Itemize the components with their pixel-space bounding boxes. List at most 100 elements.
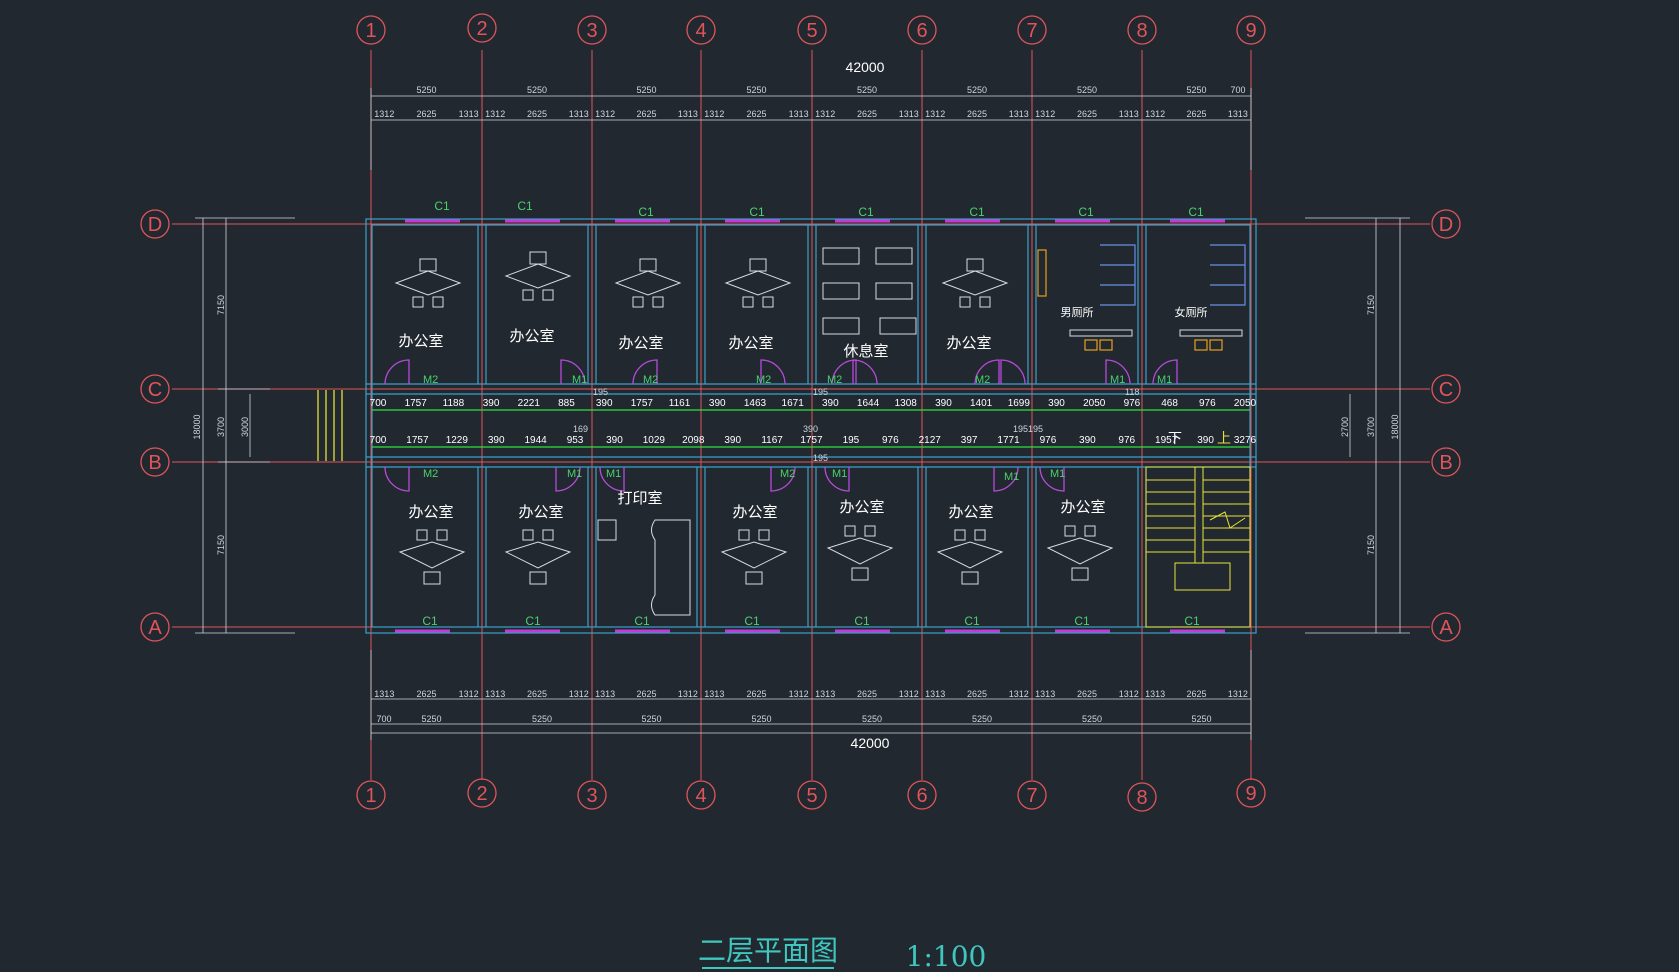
corridor-dim: 195 xyxy=(843,435,860,446)
col-label-bottom-5: 5 xyxy=(806,785,817,807)
corridor-dim-lines xyxy=(372,409,1250,448)
sub-dim-top: 1313 xyxy=(1228,109,1248,119)
corridor-dim: 390 xyxy=(596,398,613,409)
sub-dim-top: 1313 xyxy=(1009,109,1029,119)
sub-dim-top: 2625 xyxy=(527,109,547,119)
mark: 195 xyxy=(593,387,608,397)
room-labels-north: 办公室 办公室 办公室 办公室 休息室 办公室 男厕所 女厕所 xyxy=(398,305,1207,360)
col-label-bottom-9: 9 xyxy=(1245,783,1256,805)
corridor-dim: 2098 xyxy=(682,435,705,446)
bay-dim-bottom: 5250 xyxy=(972,714,992,724)
door-label: M1 xyxy=(567,468,582,480)
window-label: C1 xyxy=(517,199,533,213)
corridor-dim: 1757 xyxy=(631,398,654,409)
door-label: M2 xyxy=(643,374,658,386)
sub-dim-bottom: 1312 xyxy=(678,689,698,699)
corridor-dim: 1957 xyxy=(1155,435,1178,446)
bottom-dimension-lines xyxy=(370,650,1252,740)
sub-dim-bottom: 1312 xyxy=(459,689,479,699)
bay-dim-top: 5250 xyxy=(416,85,436,95)
corridor-dim: 885 xyxy=(558,398,575,409)
bay-dim-top-extra: 700 xyxy=(1230,85,1245,95)
bay-dim-top: 5250 xyxy=(636,85,656,95)
bay-dim-top: 5250 xyxy=(857,85,877,95)
col-label-top-7: 7 xyxy=(1026,20,1037,42)
axis-grid-lines xyxy=(172,50,1430,780)
col-label-bottom-7: 7 xyxy=(1026,785,1037,807)
corridor-dim: 468 xyxy=(1161,398,1178,409)
door-label: M2 xyxy=(780,468,795,480)
corridor-dim: 2050 xyxy=(1234,398,1257,409)
right-side-dims: 7150 3700 7150 18000 2700 xyxy=(1340,295,1400,555)
top-dimension-lines xyxy=(370,88,1252,170)
bay-dim-top: 5250 xyxy=(1077,85,1097,95)
sub-dim-bottom: 2625 xyxy=(967,689,987,699)
right-dim-text: 3700 xyxy=(1366,417,1376,437)
right-dim-text: 7150 xyxy=(1366,535,1376,555)
col-label-top-8: 8 xyxy=(1136,20,1147,42)
corridor-dim: 390 xyxy=(709,398,726,409)
corridor-dim: 700 xyxy=(370,398,387,409)
col-label-bottom-4: 4 xyxy=(695,785,706,807)
door-label: M2 xyxy=(975,374,990,386)
corridor-dim: 390 xyxy=(1048,398,1065,409)
stair-down-label: 下 xyxy=(1168,430,1182,446)
room-label: 男厕所 xyxy=(1061,306,1094,319)
bay-dim-bottom: 5250 xyxy=(532,714,552,724)
mark: 118 xyxy=(1125,387,1139,397)
mark: 390 xyxy=(803,424,818,434)
door-label: M2 xyxy=(423,468,438,480)
left-side-dims: 7150 3700 7150 18000 3000 xyxy=(192,295,250,555)
room-label: 办公室 xyxy=(839,498,884,516)
left-dim-text: 18000 xyxy=(192,414,202,439)
col-label-top-3: 3 xyxy=(586,20,597,42)
col-label-top-1: 1 xyxy=(365,20,376,42)
door-label: M1 xyxy=(832,468,847,480)
entrance-steps xyxy=(317,390,343,461)
corridor-dim: 1167 xyxy=(761,435,783,446)
overall-dim-top: 42000 xyxy=(846,59,885,75)
corridor-dim: 2127 xyxy=(919,435,942,446)
toilet-stalls xyxy=(1100,244,1246,306)
room-label: 办公室 xyxy=(408,503,453,521)
right-dim-text: 18000 xyxy=(1390,414,1400,439)
sub-dim-top: 1313 xyxy=(678,109,698,119)
col-label-bottom-2: 2 xyxy=(476,783,487,805)
sub-dim-bottom: 1312 xyxy=(1228,689,1248,699)
sub-dim-bottom: 1313 xyxy=(485,689,505,699)
bay-dim-bottom: 5250 xyxy=(421,714,441,724)
col-label-top-6: 6 xyxy=(916,20,927,42)
sub-dim-bottom: 2625 xyxy=(636,689,656,699)
row-label-right-B: B xyxy=(1439,452,1452,474)
room-label: 打印室 xyxy=(617,489,662,507)
row-label-right-D: D xyxy=(1439,214,1453,236)
room-label: 办公室 xyxy=(518,503,563,521)
corridor-dim: 1757 xyxy=(406,435,429,446)
mark: 195 xyxy=(813,387,828,397)
corridor-dim: 1944 xyxy=(525,435,548,446)
axis-bubbles-bottom xyxy=(356,778,1266,812)
door-label: M1 xyxy=(1110,374,1125,386)
toilet-fixtures xyxy=(1037,249,1223,351)
window-label: C1 xyxy=(422,614,438,628)
bay-dim-bottom: 5250 xyxy=(1191,714,1211,724)
bay-dim-top: 5250 xyxy=(967,85,987,95)
sub-dim-top: 1312 xyxy=(704,109,724,119)
bay-dim-bottom: 5250 xyxy=(641,714,661,724)
overall-dim-bottom: 42000 xyxy=(851,735,890,751)
axis-bubbles-right xyxy=(1431,209,1461,642)
sub-dim-top: 2625 xyxy=(1186,109,1206,119)
sub-dim-top: 1313 xyxy=(1119,109,1139,119)
corridor-dim: 1671 xyxy=(782,398,805,409)
corridor-dim: 1308 xyxy=(895,398,918,409)
sub-dim-top: 1313 xyxy=(789,109,809,119)
door-label: M1 xyxy=(1004,471,1019,483)
left-dim-text: 7150 xyxy=(216,535,226,555)
corridor-dim: 1188 xyxy=(443,398,465,409)
right-dimension-lines xyxy=(1305,217,1410,634)
corridor-dim: 1757 xyxy=(800,435,823,446)
